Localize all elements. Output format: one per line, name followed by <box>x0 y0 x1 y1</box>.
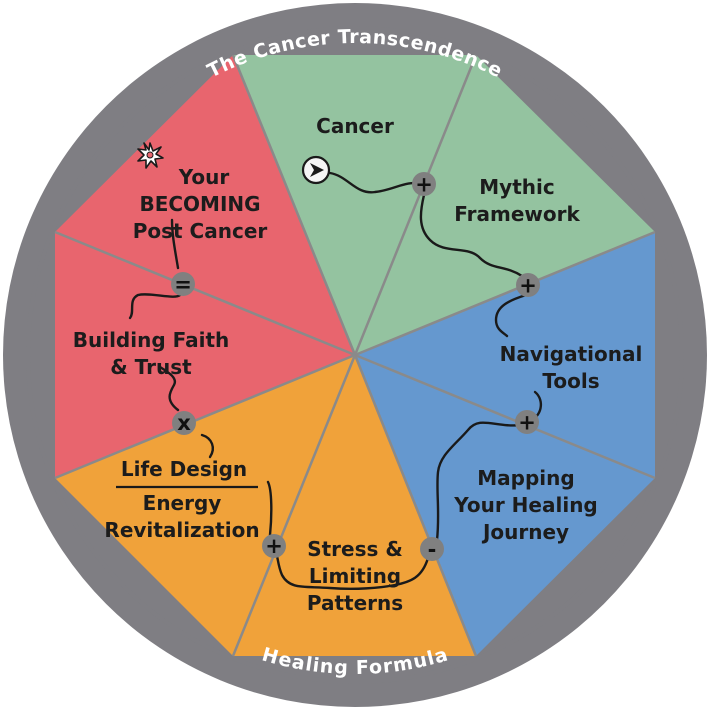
svg-text:Tools: Tools <box>542 369 599 393</box>
svg-text:Limiting: Limiting <box>309 564 401 588</box>
svg-text:BECOMING: BECOMING <box>139 192 260 216</box>
wedge-mythic <box>355 55 655 355</box>
label-building-faith: Building Faith & Trust <box>73 328 230 379</box>
svg-text:=: = <box>174 273 192 297</box>
wedge-cancer <box>233 55 476 355</box>
svg-text:Mythic: Mythic <box>479 175 554 199</box>
operator-times: x <box>172 411 196 435</box>
svg-text:x: x <box>177 411 191 435</box>
svg-text:Your Healing: Your Healing <box>453 493 598 517</box>
wedge-mapping <box>355 355 655 656</box>
svg-text:Revitalization: Revitalization <box>104 518 259 542</box>
svg-text:-: - <box>428 538 437 562</box>
svg-text:Cancer: Cancer <box>316 114 394 138</box>
label-navigational-tools: Navigational Tools <box>500 342 643 393</box>
fraction-numerator: Life Design <box>121 457 247 481</box>
svg-text:Navigational: Navigational <box>500 342 643 366</box>
wedge-stress <box>233 355 476 656</box>
svg-text:+: + <box>518 411 536 435</box>
svg-text:Journey: Journey <box>481 520 569 544</box>
svg-text:+: + <box>415 173 433 197</box>
wedge-navigational <box>355 232 655 478</box>
svg-text:+: + <box>519 274 537 298</box>
label-mythic-framework: Mythic Framework <box>454 175 580 226</box>
inner-rim <box>26 26 684 684</box>
svg-text:Post Cancer: Post Cancer <box>133 219 268 243</box>
operator-plus-1: + <box>412 172 436 197</box>
operator-plus-4: + <box>262 534 286 558</box>
svg-text:Your: Your <box>178 165 230 189</box>
journey-path <box>128 171 543 590</box>
label-mapping-journey: Mapping Your Healing Journey <box>453 466 598 544</box>
arrow-circle-icon <box>301 155 331 185</box>
operator-plus-2: + <box>516 273 540 298</box>
svg-text:+: + <box>265 534 283 558</box>
label-stress-patterns: Stress & Limiting Patterns <box>307 537 403 615</box>
svg-text:& Trust: & Trust <box>110 355 192 379</box>
operator-equals: = <box>171 272 195 297</box>
svg-text:Building Faith: Building Faith <box>73 328 230 352</box>
starburst-icon <box>137 142 164 169</box>
wedge-becoming <box>55 55 355 355</box>
operator-minus: - <box>420 537 444 562</box>
fraction-denominator: Energy <box>143 491 222 515</box>
svg-text:Framework: Framework <box>454 202 580 226</box>
svg-text:Patterns: Patterns <box>307 591 403 615</box>
label-cancer: Cancer <box>316 114 394 138</box>
wedge-life-design <box>55 355 355 656</box>
operator-plus-3: + <box>515 410 539 435</box>
label-your-becoming: Your BECOMING Post Cancer <box>133 165 268 243</box>
wedge-faith <box>55 232 355 478</box>
svg-text:Mapping: Mapping <box>477 466 574 490</box>
spokes <box>54 54 656 657</box>
svg-text:Stress &: Stress & <box>307 537 403 561</box>
label-life-design-fraction: Life Design Energy Revitalization <box>104 457 259 542</box>
